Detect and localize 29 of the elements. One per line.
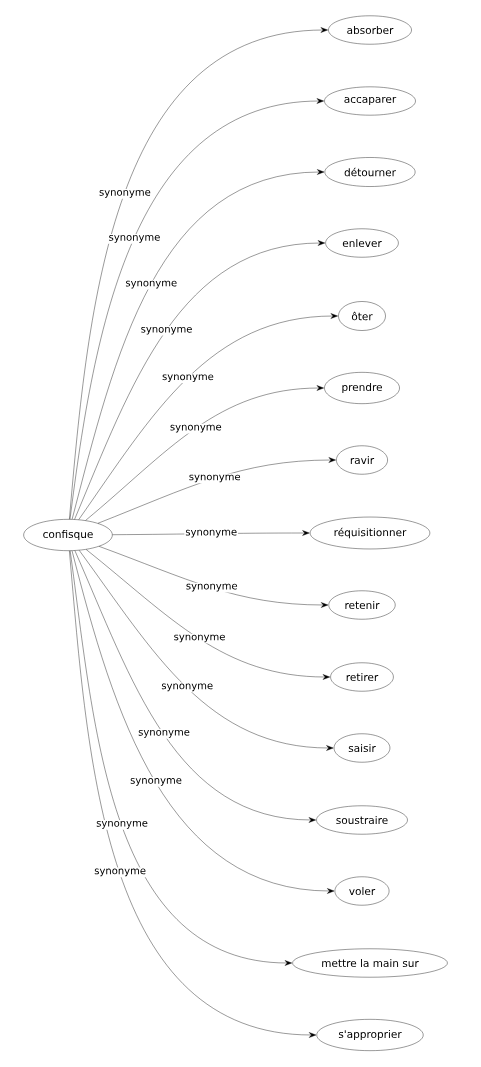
edge-label: synonyme [130, 778, 182, 786]
arrow [85, 385, 324, 521]
edge-label: synonyme [186, 583, 238, 592]
arrow [71, 169, 325, 520]
edge-label: synonyme [161, 683, 213, 692]
arrow [69, 27, 328, 520]
edge-label: synonyme [96, 821, 148, 829]
arrow [74, 240, 325, 520]
edge-label: synonyme [162, 374, 214, 383]
edge-label: synonyme [125, 280, 177, 289]
edge-label: synonyme [99, 190, 151, 198]
arrow [79, 550, 334, 751]
edge-label: synonyme [189, 474, 241, 483]
arrow [97, 457, 336, 524]
arrow [69, 98, 324, 520]
arrow [74, 550, 316, 823]
edge-label: synonyme [138, 730, 190, 738]
arrow [69, 550, 317, 1038]
arrow [71, 550, 335, 894]
arrow [69, 550, 292, 966]
arrow [85, 549, 330, 680]
edge-label: synonyme [94, 868, 146, 877]
edge-label: synonyme [174, 634, 225, 643]
arrow [78, 313, 338, 520]
edge-label: synonyme [170, 424, 222, 433]
arrow [98, 546, 329, 608]
edge-label: synonyme [185, 529, 237, 538]
edge-label: synonyme [141, 326, 192, 335]
edge-label: synonyme [109, 235, 160, 243]
